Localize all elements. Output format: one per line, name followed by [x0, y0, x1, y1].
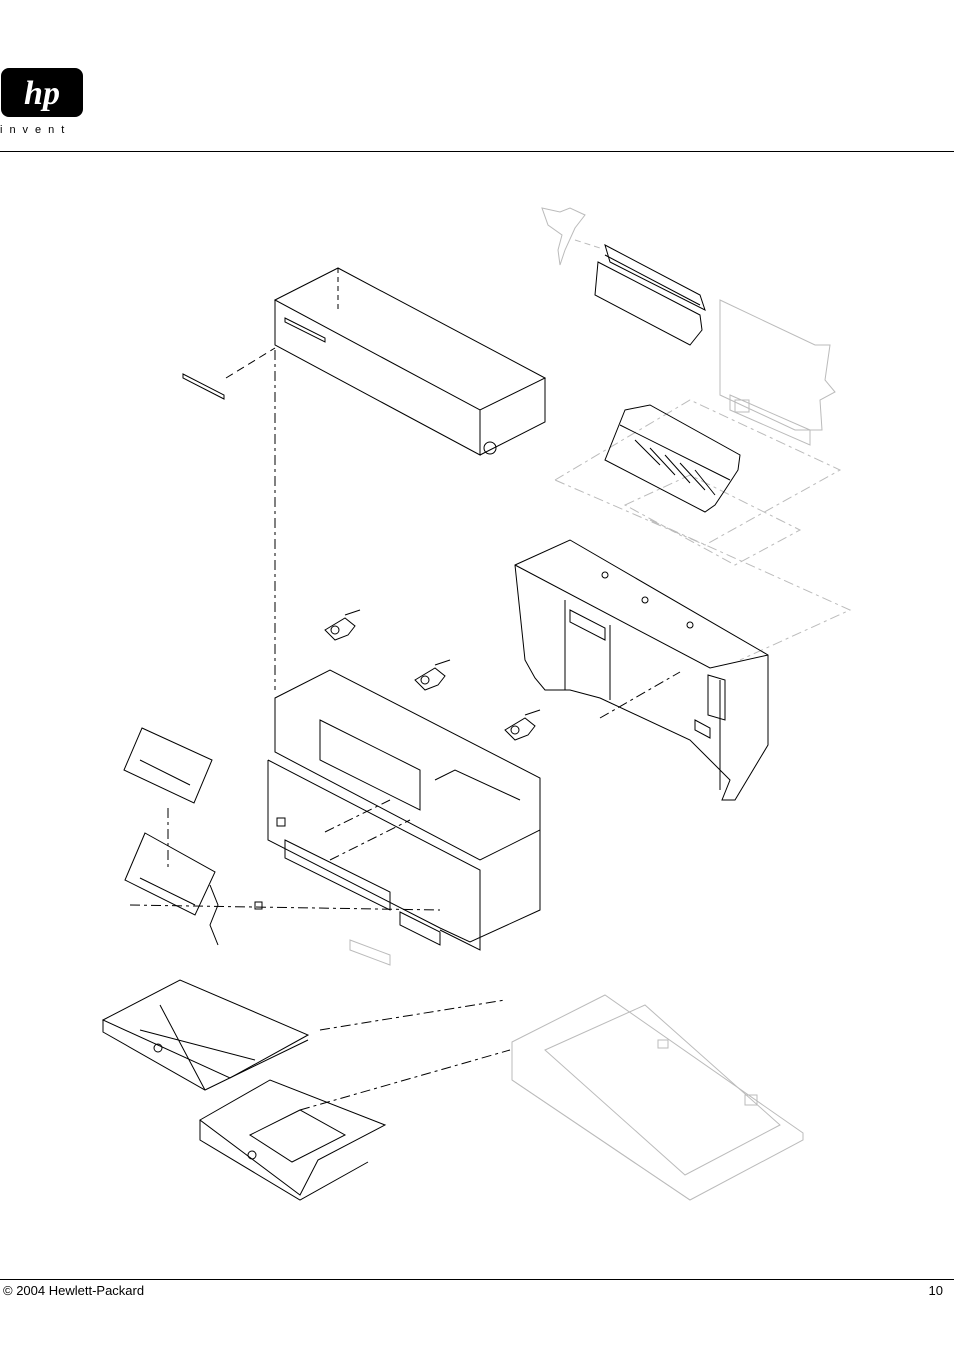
input-tray: [200, 1080, 385, 1200]
cover-strip: [183, 374, 224, 399]
control-panel-bezel: [124, 728, 212, 803]
screw: [255, 902, 262, 909]
logo-wordmark: hp: [24, 75, 60, 112]
latch-bracket: [325, 610, 540, 740]
label-plate: [350, 940, 390, 965]
main-chassis: [268, 670, 540, 950]
header-rule: [0, 151, 954, 152]
rail-assembly: [595, 245, 705, 345]
leader-line: [130, 905, 440, 910]
leader-line: [325, 800, 410, 860]
control-panel-board: [125, 833, 218, 945]
hp-logo-mark: hp ®: [0, 64, 86, 118]
page-number: 10: [929, 1283, 943, 1298]
footer-rule: [0, 1279, 954, 1280]
leader-line: [320, 1000, 505, 1030]
upper-right-frame: [542, 208, 850, 660]
paper-guide-assembly: [605, 405, 740, 512]
leader-line: [600, 672, 680, 718]
base-frame: [512, 995, 803, 1200]
logo-tagline: invent: [0, 124, 71, 136]
rear-chassis: [515, 540, 768, 800]
exploded-parts-diagram: [95, 195, 855, 1205]
copyright-text: © 2004 Hewlett-Packard: [3, 1283, 144, 1298]
hp-logo: hp ® invent: [0, 62, 96, 142]
output-tray: [103, 980, 308, 1090]
leader-line: [226, 348, 275, 378]
leader-line: [300, 1050, 510, 1110]
top-cover: [275, 268, 545, 455]
